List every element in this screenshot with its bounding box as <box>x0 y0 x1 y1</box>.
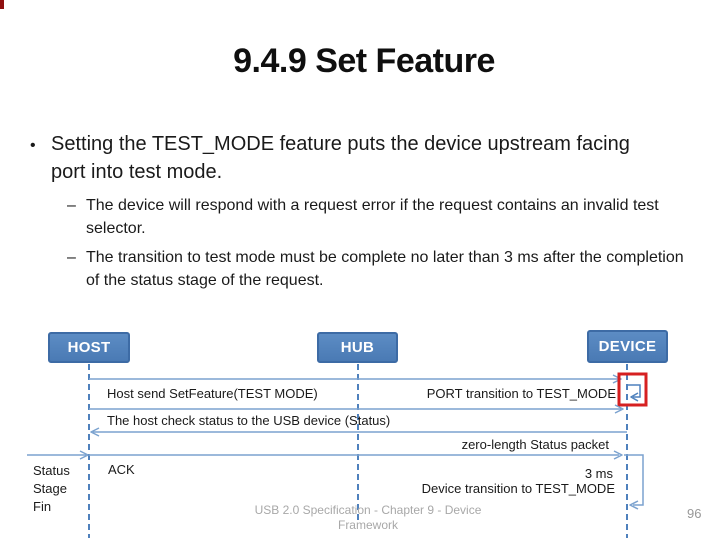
device-transition-label: Device transition to TEST_MODE <box>421 481 615 496</box>
slide-title: 9.4.9 Set Feature <box>233 42 495 80</box>
msg2-label: The host check status to the USB device … <box>107 413 391 428</box>
bullet-main: • Setting the TEST_MODE feature puts the… <box>30 130 669 186</box>
port-transition-loop-icon <box>628 384 641 398</box>
footer-line2: Framework <box>337 518 398 532</box>
corner-artifact <box>0 0 4 9</box>
bullet-marker: • <box>30 137 36 154</box>
bullet-sub-1: – The device will respond with a request… <box>67 194 686 240</box>
port-transition-label: PORT transition to TEST_MODE <box>426 386 616 401</box>
dash-marker: – <box>67 197 76 214</box>
status-stage-fin-label: Status Stage Fin <box>33 462 70 516</box>
bullet-sub-2-text: The transition to test mode must be comp… <box>86 249 684 289</box>
msg1-arrowhead-icon <box>612 374 622 384</box>
bullet-main-text: Setting the TEST_MODE feature puts the d… <box>51 133 630 183</box>
footer-line1: USB 2.0 Specification - Chapter 9 - Devi… <box>254 503 482 517</box>
msg3-arrowhead-icon <box>90 427 100 437</box>
actor-device: DEVICE <box>587 330 668 363</box>
bullet-sub-2: – The transition to test mode must be co… <box>67 246 686 292</box>
status-stage-line3: Fin <box>33 499 52 514</box>
bullet-sub-1-text: The device will respond with a request e… <box>86 197 659 237</box>
slide-footer: USB 2.0 Specification - Chapter 9 - Devi… <box>0 503 728 533</box>
delay-label: 3 ms <box>584 466 613 481</box>
ack-label: ACK <box>108 462 135 477</box>
status-stage-line1: Status <box>33 463 70 478</box>
loop-arrowhead-icon <box>630 392 639 402</box>
zero-length-label: zero-length Status packet <box>461 437 609 452</box>
highlight-red-box <box>617 372 648 407</box>
delay-arrowhead-icon <box>629 500 639 510</box>
status-fin-arrowhead-icon <box>79 450 89 460</box>
dash-marker: – <box>67 249 76 266</box>
zero-length-arrowhead-icon <box>613 450 623 460</box>
actor-host: HOST <box>48 332 130 363</box>
delay-bracket <box>624 454 644 506</box>
status-stage-line2: Stage <box>33 481 67 496</box>
actor-hub: HUB <box>317 332 398 363</box>
msg1-label: Host send SetFeature(TEST MODE) <box>107 386 318 401</box>
page-number: 96 <box>687 506 702 521</box>
msg2-arrowhead-icon <box>614 404 624 414</box>
